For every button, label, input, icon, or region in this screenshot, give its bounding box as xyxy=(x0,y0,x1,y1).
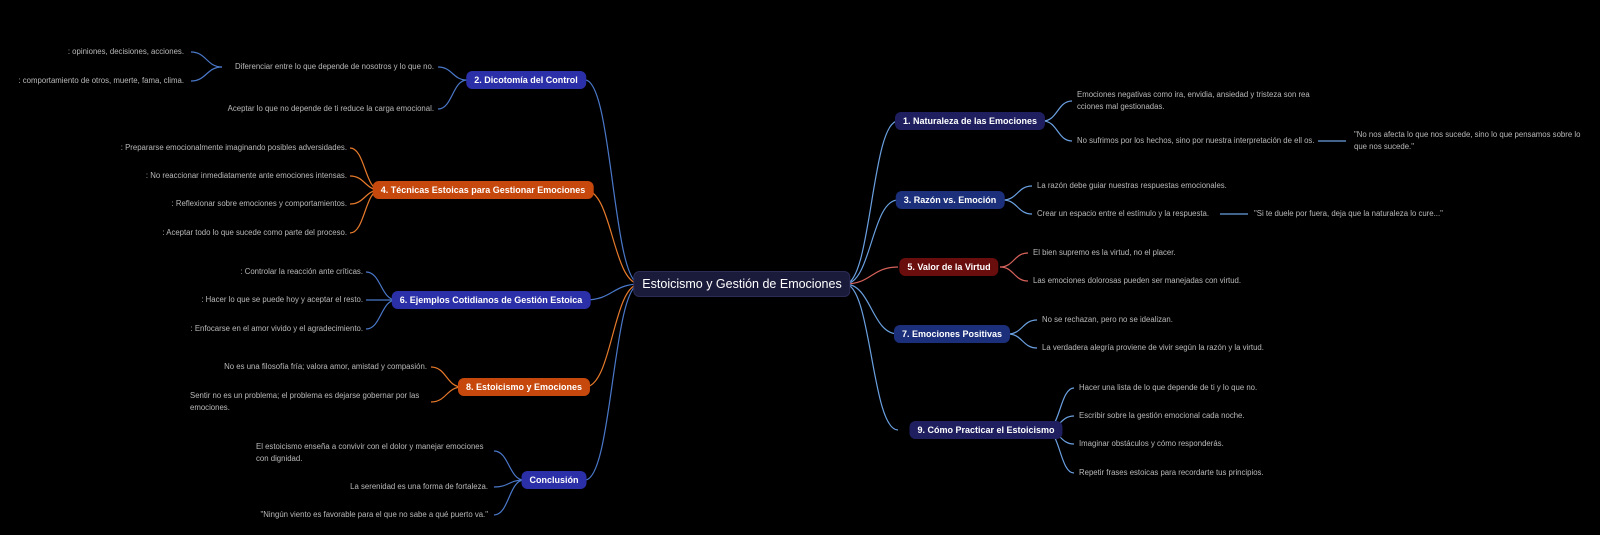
connector-line xyxy=(844,120,899,285)
leaf-text: Las emociones dolorosas pueden ser manej… xyxy=(1033,276,1242,285)
connector-line xyxy=(584,189,641,285)
branch-node-practicar[interactable]: 9. Cómo Practicar el Estoicismo xyxy=(909,421,1063,439)
leaf-text: El bien supremo es la virtud, no el plac… xyxy=(1033,248,1176,257)
connector-line xyxy=(1002,199,1033,215)
branch-node-emociones-positivas[interactable]: 7. Emociones Positivas xyxy=(893,325,1011,343)
leaf-text: : No reaccionar inmediatamente ante emoc… xyxy=(145,171,347,180)
branch-node-dicotomia[interactable]: 2. Dicotomía del Control xyxy=(466,71,586,89)
connector-line xyxy=(1007,319,1038,335)
connector-line xyxy=(1042,120,1073,142)
connector-line xyxy=(190,51,223,68)
connector-line xyxy=(844,283,899,335)
branch-node-ejemplos[interactable]: 6. Ejemplos Cotidianos de Gestión Estoic… xyxy=(391,291,591,309)
leaf-text: Diferenciar entre lo que depende de noso… xyxy=(235,62,434,71)
branch-node-naturaleza[interactable]: 1. Naturaleza de las Emociones xyxy=(894,112,1046,130)
leaf-text: No se rechazan, pero no se idealizan. xyxy=(1042,315,1173,324)
leaf-text: No sufrimos por los hechos, sino por nue… xyxy=(1077,136,1315,145)
branch-node-tecnicas[interactable]: 4. Técnicas Estoicas para Gestionar Emoc… xyxy=(372,181,594,199)
leaf-text: : opiniones, decisiones, acciones. xyxy=(67,47,184,56)
connector-line xyxy=(584,283,641,301)
branch-node-estoicismo-emociones[interactable]: 8. Estoicismo y Emociones xyxy=(457,378,591,396)
connector-line xyxy=(1002,185,1033,201)
leaf-quote: "Si te duele por fuera, deja que la natu… xyxy=(1254,209,1443,218)
leaf-text: : Hacer lo que se puede hoy y aceptar el… xyxy=(201,295,363,304)
leaf-text: Hacer una lista de lo que depende de ti … xyxy=(1079,383,1258,392)
leaf-text: : Enfocarse en el amor vivido y el agrad… xyxy=(190,324,363,333)
leaf-text: Aceptar lo que no depende de ti reduce l… xyxy=(227,104,434,113)
connector-line xyxy=(190,66,223,82)
connector-line xyxy=(584,283,641,388)
connector-line xyxy=(844,199,899,285)
connector-line xyxy=(1007,333,1038,349)
root-node[interactable]: Estoicismo y Gestión de Emociones xyxy=(633,271,851,297)
connector-line xyxy=(584,283,641,481)
leaf-text: La serenidad es una forma de fortaleza. xyxy=(350,482,488,491)
connector-line xyxy=(999,252,1029,268)
branch-node-conclusion[interactable]: Conclusión xyxy=(521,471,587,489)
leaf-quote: "Ningún viento es favorable para el que … xyxy=(260,510,488,519)
leaf-text: : Prepararse emocionalmente imaginando p… xyxy=(120,143,347,152)
connector-line xyxy=(437,79,468,110)
connector-line xyxy=(1042,100,1073,122)
leaf-text: Imaginar obstáculos y cómo responderás. xyxy=(1079,439,1224,448)
leaf-text: No es una filosofía fría; valora amor, a… xyxy=(224,362,427,371)
connector-line xyxy=(437,66,468,81)
leaf-text: Crear un espacio entre el estímulo y la … xyxy=(1037,209,1210,218)
leaf-text: : Controlar la reacción ante críticas. xyxy=(240,267,363,276)
branch-node-razon-emocion[interactable]: 3. Razón vs. Emoción xyxy=(895,191,1005,209)
connector-line xyxy=(999,266,1029,282)
leaf-text: : comportamiento de otros, muerte, fama,… xyxy=(18,76,184,85)
leaf-text: : Aceptar todo lo que sucede como parte … xyxy=(162,228,347,237)
leaf-text: El estoicismo enseña a convivir con el d… xyxy=(256,442,484,463)
leaf-text: Emociones negativas como ira, envidia, a… xyxy=(1077,90,1310,111)
leaf-text: : Reflexionar sobre emociones y comporta… xyxy=(171,199,347,208)
branch-node-virtud[interactable]: 5. Valor de la Virtud xyxy=(899,258,999,276)
leaf-text: Sentir no es un problema; el problema es… xyxy=(190,391,420,412)
connector-line xyxy=(844,283,899,431)
leaf-text: Escribir sobre la gestión emocional cada… xyxy=(1079,411,1245,420)
leaf-text: La verdadera alegría proviene de vivir s… xyxy=(1042,343,1264,352)
leaf-text: La razón debe guiar nuestras respuestas … xyxy=(1037,181,1227,190)
leaf-quote: "No nos afecta lo que nos sucede, sino l… xyxy=(1354,130,1581,151)
connector-line xyxy=(584,79,641,285)
leaf-text: Repetir frases estoicas para recordarte … xyxy=(1079,468,1264,477)
connector-line xyxy=(844,266,899,285)
connector-line xyxy=(493,479,525,516)
connector-line xyxy=(493,450,525,481)
